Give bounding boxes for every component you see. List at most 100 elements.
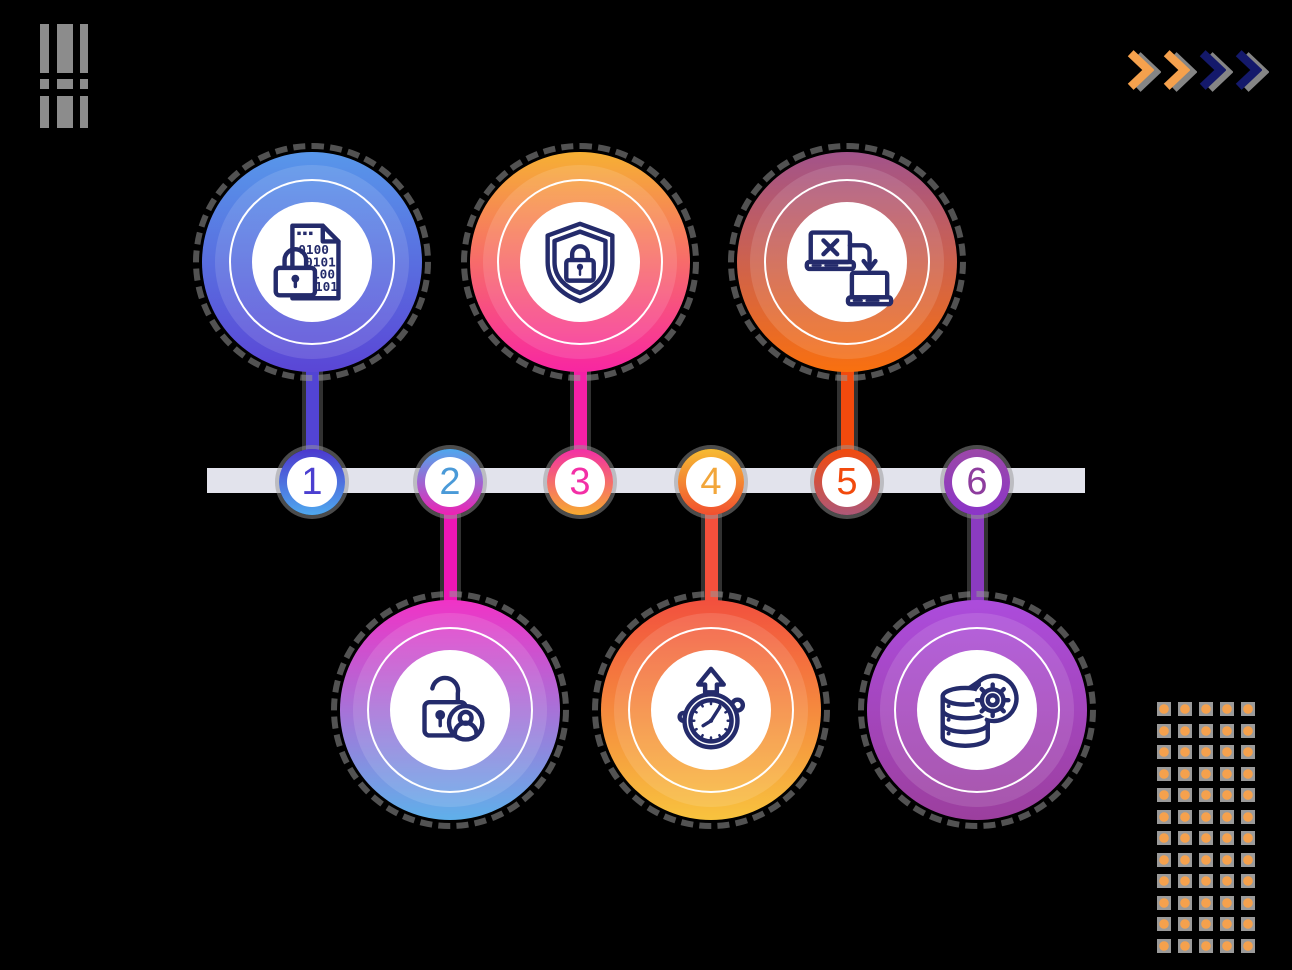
dot-cell bbox=[1157, 917, 1171, 931]
bar-segment bbox=[40, 96, 49, 128]
dot-cell bbox=[1178, 745, 1192, 759]
dot-cell bbox=[1199, 723, 1213, 738]
dot-cell bbox=[1220, 745, 1234, 759]
step-icon-area bbox=[651, 650, 771, 770]
connector-stem bbox=[443, 505, 457, 610]
bar-segment bbox=[80, 79, 88, 89]
dot-cell bbox=[1157, 895, 1171, 910]
dot-cell bbox=[1220, 702, 1234, 716]
step-circle-overlay bbox=[750, 165, 944, 359]
dot-cell bbox=[1157, 938, 1171, 953]
dot-cell bbox=[1220, 874, 1234, 888]
dot-cell bbox=[1178, 809, 1192, 824]
step-icon-area bbox=[917, 650, 1037, 770]
step-circle bbox=[461, 143, 699, 381]
connector-stem bbox=[573, 360, 587, 460]
dot-cell bbox=[1157, 766, 1171, 781]
step-circle-ring bbox=[367, 627, 533, 793]
dot-cell bbox=[1157, 831, 1171, 845]
dot-cell bbox=[1220, 766, 1234, 781]
dot-cell bbox=[1199, 917, 1213, 931]
dot-cell bbox=[1241, 788, 1255, 802]
dot-cell bbox=[1241, 874, 1255, 888]
connector-stem bbox=[704, 505, 718, 610]
step-icon-area bbox=[390, 650, 510, 770]
bar-column bbox=[40, 24, 49, 134]
dot-cell bbox=[1241, 917, 1255, 931]
step-icon-area bbox=[252, 202, 372, 322]
chevron-right-icon bbox=[1162, 48, 1190, 92]
bar-segment bbox=[57, 96, 73, 128]
bar-segment bbox=[40, 24, 49, 73]
dot-cell bbox=[1178, 917, 1192, 931]
encrypted-file-icon bbox=[263, 213, 361, 311]
bar-segment bbox=[57, 79, 73, 89]
dot-cell bbox=[1241, 723, 1255, 738]
database-gear-icon bbox=[928, 661, 1026, 759]
dot-cell bbox=[1199, 831, 1213, 845]
dot-cell bbox=[1241, 766, 1255, 781]
step-circle-ring bbox=[628, 627, 794, 793]
dot-cell bbox=[1241, 702, 1255, 716]
dot-cell bbox=[1220, 938, 1234, 953]
dot-cell bbox=[1199, 852, 1213, 867]
dot-cell bbox=[1241, 745, 1255, 759]
step-circle bbox=[331, 591, 569, 829]
step-circle-overlay bbox=[353, 613, 547, 807]
dot-cell bbox=[1178, 938, 1192, 953]
bar-column bbox=[80, 24, 88, 134]
dot-cell bbox=[1178, 895, 1192, 910]
device-transfer-icon bbox=[798, 213, 896, 311]
dot-cell bbox=[1157, 788, 1171, 802]
dot-cell bbox=[1220, 788, 1234, 802]
bar-segment bbox=[80, 96, 88, 128]
dot-cell bbox=[1157, 874, 1171, 888]
unlocked-padlock-user-icon bbox=[401, 661, 499, 759]
step-circle-overlay bbox=[483, 165, 677, 359]
step-circle-ring bbox=[229, 179, 395, 345]
dot-cell bbox=[1199, 938, 1213, 953]
dot-cell bbox=[1178, 831, 1192, 845]
step-circle-ring bbox=[764, 179, 930, 345]
step-circle-overlay bbox=[614, 613, 808, 807]
dot-cell bbox=[1241, 938, 1255, 953]
bar-column bbox=[57, 24, 73, 134]
dot-cell bbox=[1157, 809, 1171, 824]
step-circle bbox=[592, 591, 830, 829]
connector-stem bbox=[840, 360, 854, 460]
step-circle-ring bbox=[894, 627, 1060, 793]
dot-cell bbox=[1199, 874, 1213, 888]
dot-cell bbox=[1199, 895, 1213, 910]
dot-cell bbox=[1178, 788, 1192, 802]
connector-stem bbox=[305, 360, 319, 460]
step-icon-area bbox=[520, 202, 640, 322]
dot-cell bbox=[1157, 745, 1171, 759]
dot-cell bbox=[1178, 766, 1192, 781]
dot-cell bbox=[1220, 895, 1234, 910]
shield-lock-icon bbox=[531, 213, 629, 311]
step-circle bbox=[193, 143, 431, 381]
step-circle-ring bbox=[497, 179, 663, 345]
dot-cell bbox=[1157, 852, 1171, 867]
dot-cell bbox=[1199, 702, 1213, 716]
step-circle-overlay bbox=[215, 165, 409, 359]
connector-stem bbox=[970, 505, 984, 610]
step-circle bbox=[858, 591, 1096, 829]
dot-cell bbox=[1178, 874, 1192, 888]
chevron-right-icon bbox=[1234, 48, 1262, 92]
dot-cell bbox=[1178, 852, 1192, 867]
dot-cell bbox=[1220, 852, 1234, 867]
dot-cell bbox=[1199, 766, 1213, 781]
chevron-right-icon bbox=[1126, 48, 1154, 92]
dot-cell bbox=[1199, 745, 1213, 759]
dot-cell bbox=[1178, 702, 1192, 716]
dot-cell bbox=[1199, 809, 1213, 824]
bar-segment bbox=[40, 79, 49, 89]
bar-segment bbox=[80, 24, 88, 73]
step-circle-overlay bbox=[880, 613, 1074, 807]
dot-cell bbox=[1178, 723, 1192, 738]
decorative-dot-grid bbox=[1157, 702, 1255, 953]
step-circle bbox=[728, 143, 966, 381]
dot-cell bbox=[1241, 831, 1255, 845]
dot-cell bbox=[1157, 723, 1171, 738]
